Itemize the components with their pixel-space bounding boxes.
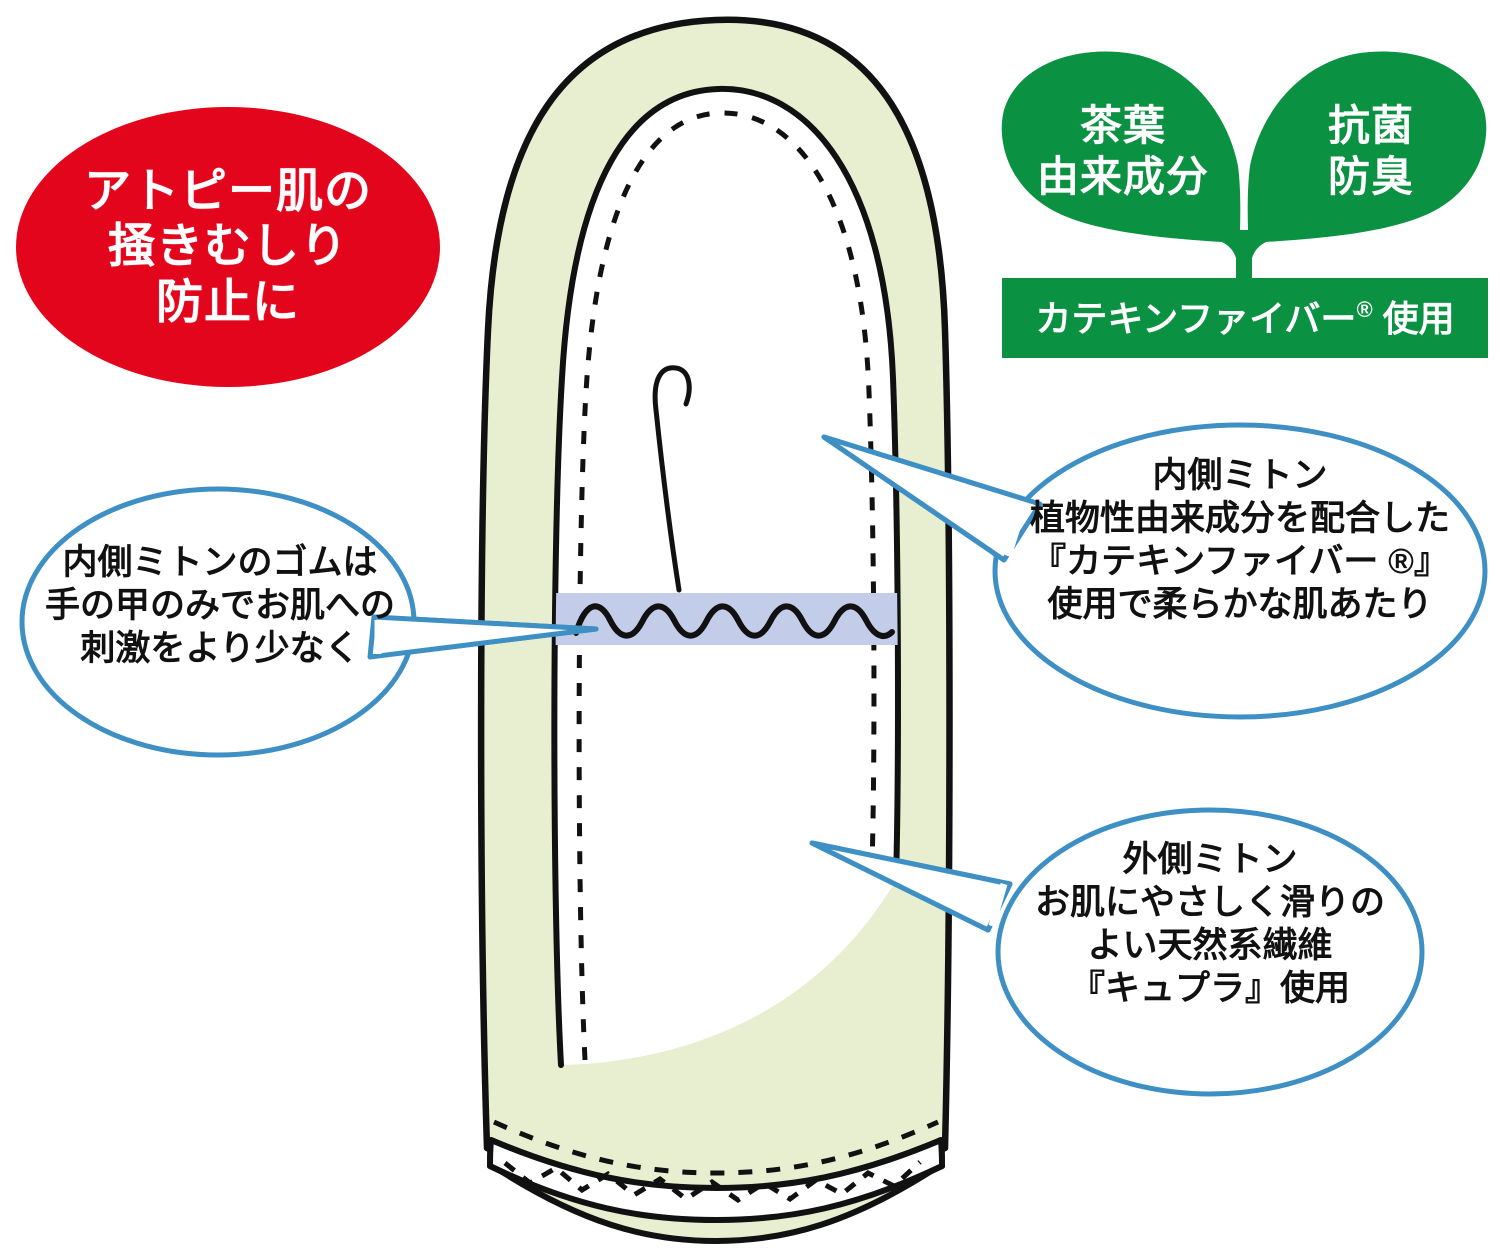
inner-mitten-callout-label: 内側ミトン 植物性由来成分を配合した 『カテキンファイバー ®』 使用で柔らかな… xyxy=(1000,454,1480,626)
red-badge-line-1: アトピー肌の xyxy=(84,164,372,217)
inner-mitten-callout-bubble xyxy=(992,422,1488,720)
inner-mitten-callout-bubble-mask xyxy=(1004,504,1028,558)
outer-mitten-callout-line-3: よい天然系繊維 xyxy=(1087,926,1333,966)
green-bar-text-before: カテキンファイバー xyxy=(1035,298,1357,339)
outer-mitten-callout-bubble xyxy=(995,807,1425,1097)
elastic-callout-label: 内側ミトンのゴムは 手の甲のみでお肌への 刺激をより少なく xyxy=(30,541,410,670)
elastic-callout-line-3: 刺激をより少なく xyxy=(80,629,360,669)
elastic-callout-tail-top xyxy=(367,614,599,660)
thumb-seam-hook xyxy=(652,365,692,593)
outer-mitten-callout-line-2: お肌にやさしく滑りの xyxy=(1034,883,1385,923)
mitten-illustration xyxy=(477,16,953,1245)
right-leaf-label: 抗菌 防臭 xyxy=(1256,100,1486,202)
inner-mitten-white-area xyxy=(554,88,898,1065)
left-leaf-line-1: 茶葉 xyxy=(1079,102,1166,149)
inner-mitten-callout-line-2: 植物性由来成分を配合した xyxy=(1029,499,1450,539)
red-badge-line-2: 掻きむしり xyxy=(108,219,348,273)
red-badge-label: アトピー肌の 掻きむしり 防止に xyxy=(28,163,428,329)
inner-mitten-outline xyxy=(551,85,901,1068)
left-leaf-label: 茶葉 由来成分 xyxy=(1008,100,1238,202)
outer-mitten-callout-line-1: 外側ミトン xyxy=(1122,840,1298,879)
right-leaf-line-2: 防臭 xyxy=(1327,153,1414,201)
green-bar-shape xyxy=(1002,278,1488,358)
outer-mitten-callout-shape xyxy=(809,807,1425,1097)
outer-mitten-callout-line-4: 『キュプラ』使用 xyxy=(1069,969,1350,1009)
inner-mitten-callout-line-4: 使用で柔らかな肌あたり xyxy=(1047,585,1433,625)
red-badge-shape xyxy=(16,107,440,387)
inner-mitten-stitch-dashed xyxy=(576,110,877,1061)
inner-mitten-callout-line-3: 『カテキンファイバー ®』 xyxy=(1031,542,1449,582)
cuff-hem-group xyxy=(487,1119,945,1245)
right-leaf-shape xyxy=(1247,51,1487,274)
red-badge-line-3: 防止に xyxy=(156,274,300,328)
leaf-stem xyxy=(1236,230,1252,290)
cuff-zigzag-stitch xyxy=(503,1160,922,1204)
elastic-callout-shape xyxy=(19,486,599,758)
elastic-wave-line xyxy=(573,603,895,639)
elastic-band xyxy=(554,593,899,645)
elastic-callout-line-1: 内側ミトンのゴムは xyxy=(62,543,378,582)
elastic-band-group xyxy=(554,593,899,645)
left-leaf-shape xyxy=(1001,51,1241,274)
outer-mitten-callout-bubble-mask xyxy=(988,883,1008,927)
green-bar-label: カテキンファイバー® 使用 xyxy=(1002,297,1488,340)
left-leaf-line-2: 由来成分 xyxy=(1036,153,1209,201)
elastic-callout-line-2: 手の甲のみでお肌への xyxy=(44,586,395,626)
cuff-hem-band-top xyxy=(487,1137,945,1223)
outer-mitten-callout-label: 外側ミトン お肌にやさしく滑りの よい天然系繊維 『キュプラ』使用 xyxy=(982,838,1438,1010)
inner-mitten-callout-shape xyxy=(821,422,1488,720)
green-bar-text-after: 使用 xyxy=(1382,298,1455,339)
right-leaf-line-1: 抗菌 xyxy=(1327,102,1414,149)
registered-mark-icon: ® xyxy=(1356,297,1373,322)
inner-mitten-callout-line-1: 内側ミトン xyxy=(1152,456,1328,495)
green-leaf-badge-group xyxy=(1001,51,1488,358)
inner-mitten-callout-tail-top xyxy=(821,434,1043,563)
cuff-upper-dashed-seam xyxy=(492,1119,940,1176)
